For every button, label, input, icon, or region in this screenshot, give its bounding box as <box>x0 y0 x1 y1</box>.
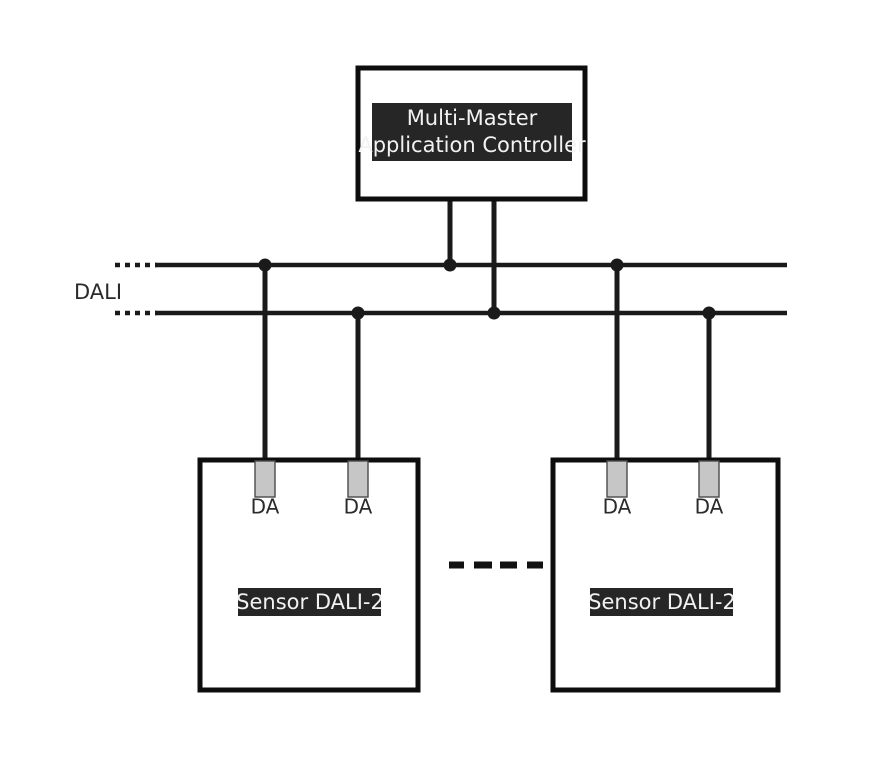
sensor-left-terminal-da2-pad[interactable] <box>347 460 369 498</box>
sensor-left-terminal-da1-label: DA <box>251 495 280 519</box>
sensor-left-outline <box>197 457 421 693</box>
multi-master-application-controller[interactable]: Multi-Master Application Controller <box>355 65 588 202</box>
junction-dot-controller-right <box>487 306 501 320</box>
controller-drop-group <box>447 199 497 313</box>
sensor-drop-group <box>262 265 712 466</box>
sensor-right-label-plate <box>590 588 733 616</box>
junction-dot-sensor-left-da1 <box>258 258 272 272</box>
sensor-left-label: Sensor DALI-2 <box>236 590 384 614</box>
sensor-right-label: Sensor DALI-2 <box>588 590 736 614</box>
controller-label-line-1: Multi-Master <box>407 106 538 130</box>
sensor-left-terminal-da2-label: DA <box>344 495 373 519</box>
sensor-right-terminal-da1-label: DA <box>603 495 632 519</box>
junction-dot-controller-left <box>443 258 457 272</box>
sensor-right-outline <box>550 457 781 693</box>
sensor-left-terminal-da1-pad[interactable] <box>254 460 276 498</box>
dali-bus-label: DALI <box>74 280 122 304</box>
junction-dot-group <box>258 258 716 320</box>
junction-dot-sensor-right-da2 <box>702 306 716 320</box>
sensor-right-terminal-da2-label: DA <box>695 495 724 519</box>
sensor-right-box[interactable]: DA DA Sensor DALI-2 <box>550 457 781 693</box>
junction-dot-sensor-right-da1 <box>610 258 624 272</box>
dali-bus-group <box>115 262 787 316</box>
sensor-left-label-plate <box>238 588 381 616</box>
sensor-left-box[interactable]: DA DA Sensor DALI-2 <box>197 457 421 693</box>
sensor-right-terminal-da1-pad[interactable] <box>606 460 628 498</box>
sensor-right-terminal-da2-pad[interactable] <box>698 460 720 498</box>
junction-dot-sensor-left-da2 <box>351 306 365 320</box>
controller-label-plate <box>372 103 572 161</box>
controller-label-line-2: Application Controller <box>358 133 586 157</box>
